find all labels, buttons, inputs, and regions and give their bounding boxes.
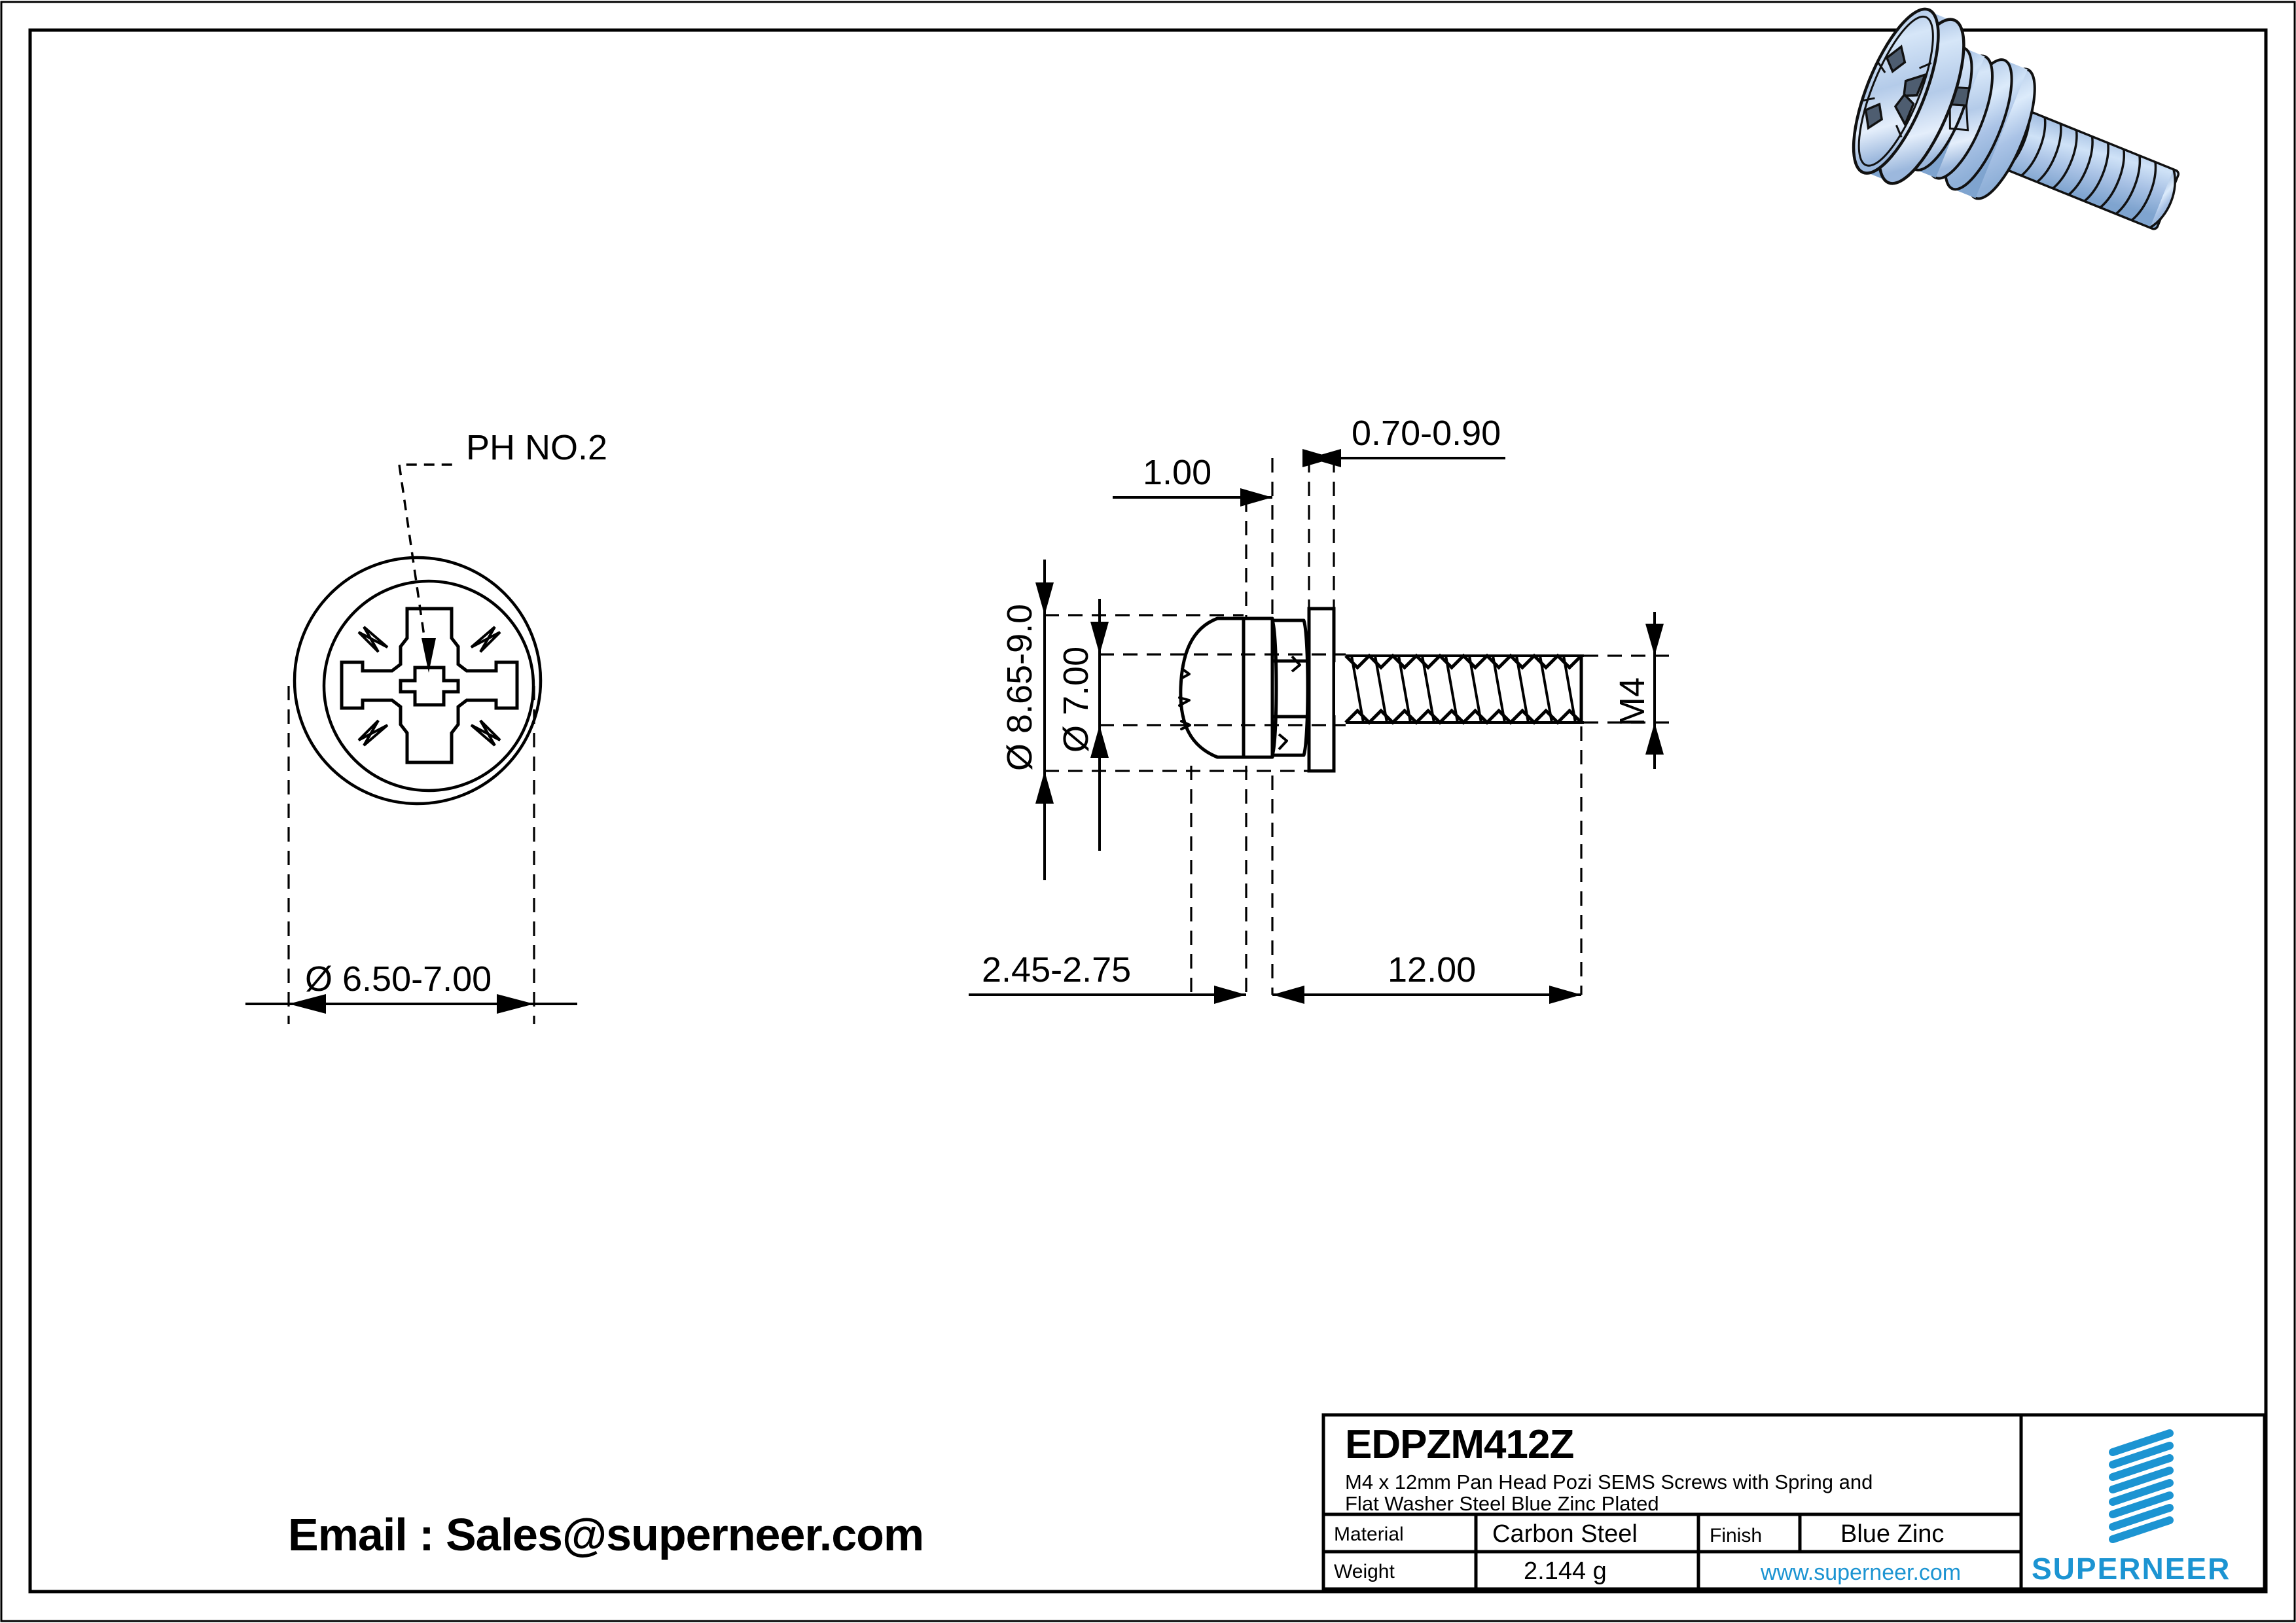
material-label: Material	[1334, 1524, 1404, 1545]
description-line-2: Flat Washer Steel Blue Zinc Plated	[1345, 1492, 1659, 1515]
head-outer-circle	[293, 556, 543, 806]
dim-thread-length-label: 12.00	[1388, 950, 1476, 990]
weight-label: Weight	[1334, 1561, 1395, 1582]
logo-stripes-icon	[2109, 1429, 2174, 1543]
pan-head-shank-block	[1242, 616, 1274, 759]
pozidriv-recess-icon	[340, 607, 519, 764]
weight-value: 2.144 g	[1524, 1558, 1607, 1585]
website-link[interactable]: www.superneer.com	[1761, 1560, 1962, 1585]
brand-name: SUPERNEER	[2032, 1552, 2231, 1586]
ph-callout-arrowhead	[422, 638, 436, 673]
dim-head-height-label: 2.45-2.75	[982, 950, 1131, 990]
finish-label: Finish	[1710, 1525, 1763, 1546]
head-diameter-label: Ø 6.50-7.00	[305, 959, 492, 999]
pan-head-profile	[1179, 616, 1249, 759]
contact-email: Email : Sales@superneer.com	[288, 1509, 924, 1560]
material-value: Carbon Steel	[1492, 1520, 1638, 1548]
dim-head-diameter-side-label: Ø 7.00	[1056, 647, 1096, 753]
dim-washer-od-label: Ø 8.65-9.0	[1000, 604, 1039, 771]
render-pozidriv-recess	[1860, 45, 1932, 138]
part-number: EDPZM412Z	[1345, 1422, 1574, 1467]
dim-thread-size-label: M4	[1613, 677, 1652, 726]
dim-flat-washer-thickness-label: 0.70-0.90	[1352, 414, 1501, 453]
description-line-1: M4 x 12mm Pan Head Pozi SEMS Screws with…	[1345, 1471, 1873, 1493]
render-pan-head	[1852, 7, 1965, 185]
dim-spring-washer-thickness-label: 1.00	[1143, 453, 1211, 492]
finish-value: Blue Zinc	[1840, 1520, 1945, 1548]
head-slot-marks	[1178, 668, 1191, 730]
ph-callout-label: PH NO.2	[466, 428, 607, 467]
threaded-shank	[1333, 653, 1584, 725]
